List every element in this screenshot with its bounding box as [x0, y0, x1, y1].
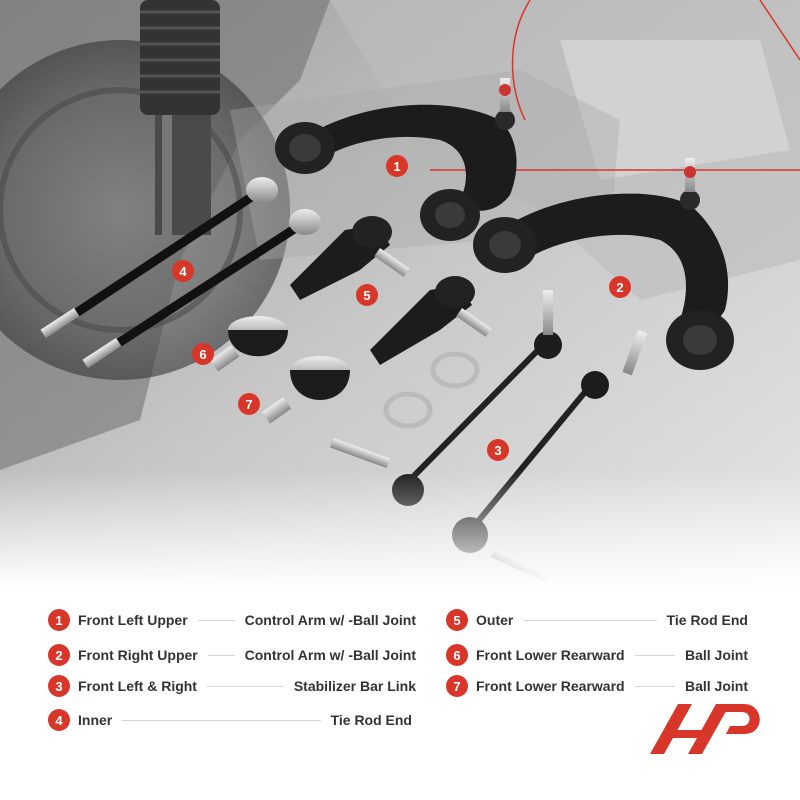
tie-rod-inner: [40, 177, 321, 369]
legend-item-7: 7 Front Lower Rearward Ball Joint: [446, 675, 748, 697]
callout-5: 5: [356, 284, 378, 306]
callout-3: 3: [487, 439, 509, 461]
washers: [383, 351, 480, 429]
legend-badge: 1: [48, 609, 70, 631]
callout-6: 6: [192, 343, 214, 365]
legend-badge: 3: [48, 675, 70, 697]
brand-logo-icon: [650, 704, 760, 754]
legend-type: Stabilizer Bar Link: [293, 678, 416, 694]
legend-part: Front Right Upper: [78, 647, 198, 663]
legend-part: Front Left & Right: [78, 678, 197, 694]
legend-item-3: 3 Front Left & Right Stabilizer Bar Link: [48, 675, 416, 697]
legend-type: Ball Joint: [684, 678, 748, 694]
legend-badge: 4: [48, 709, 70, 731]
callout-2: 2: [609, 276, 631, 298]
callout-1: 1: [386, 155, 408, 177]
legend-part: Front Lower Rearward: [476, 647, 625, 663]
legend-divider: [634, 654, 675, 656]
legend-part: Front Lower Rearward: [476, 678, 625, 694]
legend-type: Control Arm w/ -Ball Joint: [244, 647, 416, 663]
legend-divider: [634, 685, 675, 687]
legend-divider: [523, 619, 657, 621]
legend-part: Front Left Upper: [78, 612, 188, 628]
legend-badge: 7: [446, 675, 468, 697]
legend-part: Outer: [476, 612, 514, 628]
legend-badge: 6: [446, 644, 468, 666]
control-arm-front-left-upper: [275, 78, 517, 241]
ball-joint: [210, 316, 350, 424]
callout-4: 4: [172, 260, 194, 282]
legend-divider: [122, 719, 321, 721]
legend-type: Tie Rod End: [330, 712, 412, 728]
legend-divider: [197, 619, 235, 621]
parts-photo: [0, 0, 800, 600]
legend-item-6: 6 Front Lower Rearward Ball Joint: [446, 644, 748, 666]
callout-7: 7: [238, 393, 260, 415]
legend-badge: 2: [48, 644, 70, 666]
legend-item-1: 1 Front Left Upper Control Arm w/ -Ball …: [48, 609, 416, 631]
legend-type: Tie Rod End: [666, 612, 748, 628]
legend-divider: [206, 685, 284, 687]
legend-item-5: 5 Outer Tie Rod End: [446, 609, 748, 631]
tie-rod-end-outer: [290, 216, 492, 365]
legend-type: Ball Joint: [684, 647, 748, 663]
photo-fade: [0, 470, 800, 610]
legend-type: Control Arm w/ -Ball Joint: [244, 612, 416, 628]
legend-item-2: 2 Front Right Upper Control Arm w/ -Ball…: [48, 644, 416, 666]
legend-divider: [207, 654, 235, 656]
legend-badge: 5: [446, 609, 468, 631]
legend-part: Inner: [78, 712, 113, 728]
control-arm-front-right-upper: [473, 158, 734, 370]
legend-item-4: 4 Inner Tie Rod End: [48, 709, 412, 731]
